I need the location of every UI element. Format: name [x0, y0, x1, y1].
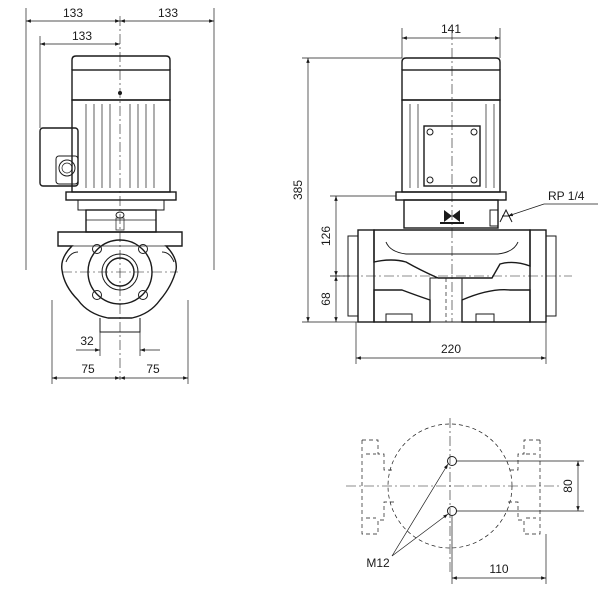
front-pump-housing	[57, 231, 183, 319]
label-side-gauge-port: RP 1/4	[548, 189, 585, 203]
front-motor-foot	[65, 191, 177, 201]
side-terminal-plate	[423, 125, 481, 187]
front-flange-bolt	[138, 244, 148, 254]
dim-bottom-bolt-spacing: 80	[561, 479, 575, 493]
front-base	[99, 318, 141, 333]
front-cable-gland	[58, 159, 76, 177]
side-brand-logo-icon	[440, 210, 464, 224]
dim-side-port-height: 68	[319, 292, 333, 306]
dim-front-motor-offset: 133	[72, 29, 92, 43]
side-housing-lower-left	[373, 289, 431, 323]
dim-front-overall-left: 133	[63, 6, 83, 20]
side-gauge-port	[499, 208, 513, 223]
bottom-view: 80 110 M12	[346, 418, 584, 584]
front-fan-cover	[71, 55, 171, 70]
side-vent-plug	[489, 209, 499, 227]
dim-side-total-height: 385	[291, 180, 305, 200]
front-fan-cap	[71, 69, 171, 101]
side-motor-body	[401, 99, 501, 193]
dim-side-port-to-motor: 126	[319, 226, 333, 246]
side-housing-lower-right	[461, 289, 531, 323]
dim-bottom-bolt-offset: 110	[489, 562, 508, 576]
label-bottom-bolt-thread: M12	[366, 556, 390, 570]
side-fan-cap	[401, 69, 501, 101]
front-lantern	[85, 209, 157, 233]
dim-front-base-right: 75	[146, 362, 160, 376]
bottom-bolt-hole-bottom	[447, 506, 457, 516]
front-motor-body	[71, 99, 171, 193]
front-flange-bolt	[92, 290, 102, 300]
dim-front-port-spacing: 32	[80, 334, 94, 348]
bottom-flange-left	[362, 439, 394, 471]
front-motor-fins	[85, 104, 155, 188]
bottom-bolt-hole-top	[447, 456, 457, 466]
side-motor-foot	[395, 191, 507, 201]
side-view: 141 385 126 68 220 RP 1/4	[291, 22, 598, 364]
dim-front-overall-right: 133	[158, 6, 178, 20]
bottom-flange-right	[508, 439, 540, 471]
front-fan-mark	[118, 91, 122, 95]
bottom-housing-outline	[387, 423, 513, 549]
dim-side-motor-width: 141	[441, 22, 461, 36]
front-flange-bolt	[92, 244, 102, 254]
dim-front-base-left: 75	[81, 362, 95, 376]
side-motor-fins	[409, 104, 495, 188]
side-fan-cover	[401, 57, 501, 70]
front-flange-bolt	[138, 290, 148, 300]
side-volute	[373, 229, 531, 279]
dim-side-base-width: 220	[441, 342, 461, 356]
front-view: 133 133 133 32 75 75	[25, 6, 215, 384]
